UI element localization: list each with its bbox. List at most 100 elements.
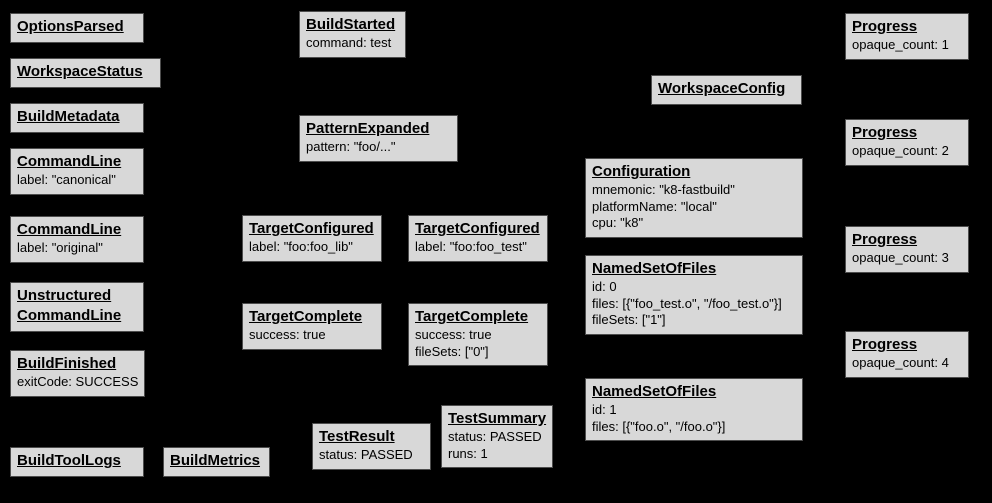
node-detail-line: status: PASSED: [319, 447, 413, 462]
node-title: WorkspaceStatus: [17, 62, 154, 82]
node-title: TargetComplete: [415, 307, 541, 327]
node-title: TargetConfigured: [249, 219, 375, 239]
node-title-line: TargetComplete: [249, 308, 363, 325]
node-title-line: PatternExpanded: [306, 120, 430, 137]
node-detail-line: pattern: "foo/...": [306, 139, 396, 154]
node-title-line: TestSummary: [448, 410, 547, 427]
node-detail-line: mnemonic: "k8-fastbuild": [592, 182, 735, 197]
node-buildstarted: BuildStarted command: test: [299, 11, 406, 58]
node-title-line: BuildToolLogs: [17, 452, 121, 469]
node-title: CommandLine: [17, 152, 137, 172]
node-buildmetadata: BuildMetadata: [10, 103, 144, 133]
node-title: OptionsParsed: [17, 17, 137, 37]
node-progress: Progress opaque_count: 2: [845, 119, 969, 166]
node-title-line: WorkspaceConfig: [658, 80, 786, 97]
node-progress: Progress opaque_count: 4: [845, 331, 969, 378]
node-buildtoollogs: BuildToolLogs: [10, 447, 144, 477]
node-buildfinished: BuildFinished exitCode: SUCCESS: [10, 350, 146, 397]
node-detail-line: fileSets: ["0"]: [415, 343, 489, 359]
node-workspaceconfig: WorkspaceConfig: [651, 75, 802, 105]
node-title-line: NamedSetOfFiles: [592, 383, 717, 400]
node-title: BuildMetadata: [17, 107, 137, 127]
node-detail-line: label: "foo:foo_lib": [249, 239, 353, 254]
node-title: CommandLine: [17, 220, 137, 240]
node-detail-line: opaque_count: 1: [852, 37, 949, 52]
node-title: BuildMetrics: [170, 451, 263, 471]
node-title-line: TargetConfigured: [415, 220, 540, 237]
node-progress: Progress opaque_count: 3: [845, 226, 969, 273]
node-detail-line: files: [{"foo.o", "/foo.o"}]: [592, 418, 726, 434]
node-configuration: Configuration mnemonic: "k8-fastbuild"pla…: [585, 158, 803, 238]
node-commandline: CommandLine label: "original": [10, 216, 144, 263]
node-detail-line: files: [{"foo_test.o", "/foo_test.o"}]: [592, 295, 782, 311]
node-title: NamedSetOfFiles: [592, 259, 796, 279]
node-title: BuildFinished: [17, 354, 138, 374]
node-detail-line: label: "foo:foo_test": [415, 239, 527, 254]
node-targetcomplete: TargetComplete success: true: [242, 303, 382, 350]
node-patternexpanded: PatternExpanded pattern: "foo/...": [299, 115, 458, 162]
node-title: Progress: [852, 17, 962, 37]
node-commandline: CommandLine label: "canonical": [10, 148, 144, 195]
node-title: BuildStarted: [306, 15, 399, 35]
node-title-line: BuildMetadata: [17, 108, 120, 125]
node-title: TargetConfigured: [415, 219, 541, 239]
node-detail-line: opaque_count: 2: [852, 143, 949, 158]
node-detail-line: label: "canonical": [17, 172, 116, 187]
node-title-line: TargetComplete: [415, 308, 529, 325]
node-detail-line: id: 0: [592, 279, 617, 294]
node-detail-line: command: test: [306, 35, 392, 50]
node-title-line: Progress: [852, 124, 918, 141]
node-title: TestResult: [319, 427, 424, 447]
node-title: Progress: [852, 230, 962, 250]
node-title: TargetComplete: [249, 307, 375, 327]
node-progress: Progress opaque_count: 1: [845, 13, 969, 60]
node-detail-line: exitCode: SUCCESS: [17, 374, 139, 389]
node-title: NamedSetOfFiles: [592, 382, 796, 402]
node-title-line: Progress: [852, 231, 918, 248]
node-detail-line: runs: 1: [448, 445, 488, 461]
node-optionsparsed: OptionsParsed: [10, 13, 144, 43]
node-testresult: TestResult status: PASSED: [312, 423, 431, 470]
node-detail-line: success: true: [249, 327, 326, 342]
node-title-line: OptionsParsed: [17, 18, 124, 35]
node-title: WorkspaceConfig: [658, 79, 795, 99]
node-title-line: Unstructured: [17, 287, 112, 304]
node-title-line: CommandLine: [17, 153, 122, 170]
node-detail-line: id: 1: [592, 402, 617, 417]
node-detail-line: opaque_count: 3: [852, 250, 949, 265]
node-targetconfigured: TargetConfigured label: "foo:foo_lib": [242, 215, 382, 262]
node-title-line: TestResult: [319, 428, 395, 445]
node-title: PatternExpanded: [306, 119, 451, 139]
node-title: Configuration: [592, 162, 796, 182]
node-detail-line: label: "original": [17, 240, 103, 255]
node-workspacestatus: WorkspaceStatus: [10, 58, 161, 88]
node-buildmetrics: BuildMetrics: [163, 447, 270, 477]
node-detail-line: status: PASSED: [448, 429, 542, 444]
node-title-line: CommandLine: [17, 307, 122, 324]
node-detail-line: opaque_count: 4: [852, 355, 949, 370]
node-title: Progress: [852, 123, 962, 143]
node-title-line: BuildStarted: [306, 16, 396, 33]
node-title-line: Configuration: [592, 163, 691, 180]
node-title-line: WorkspaceStatus: [17, 63, 143, 80]
node-detail-line: fileSets: ["1"]: [592, 312, 666, 327]
node-title-line: NamedSetOfFiles: [592, 260, 717, 277]
node-detail-line: platformName: "local": [592, 198, 717, 214]
node-title: TestSummary: [448, 409, 546, 429]
node-title-line: TargetConfigured: [249, 220, 374, 237]
node-detail-line: cpu: "k8": [592, 215, 644, 230]
node-title: Progress: [852, 335, 962, 355]
node-title-line: Progress: [852, 18, 918, 35]
node-title-line: Progress: [852, 336, 918, 353]
node-title-line: CommandLine: [17, 221, 122, 238]
node-title-line: BuildFinished: [17, 355, 117, 372]
node-detail-line: success: true: [415, 327, 492, 342]
node-targetconfigured: TargetConfigured label: "foo:foo_test": [408, 215, 548, 262]
